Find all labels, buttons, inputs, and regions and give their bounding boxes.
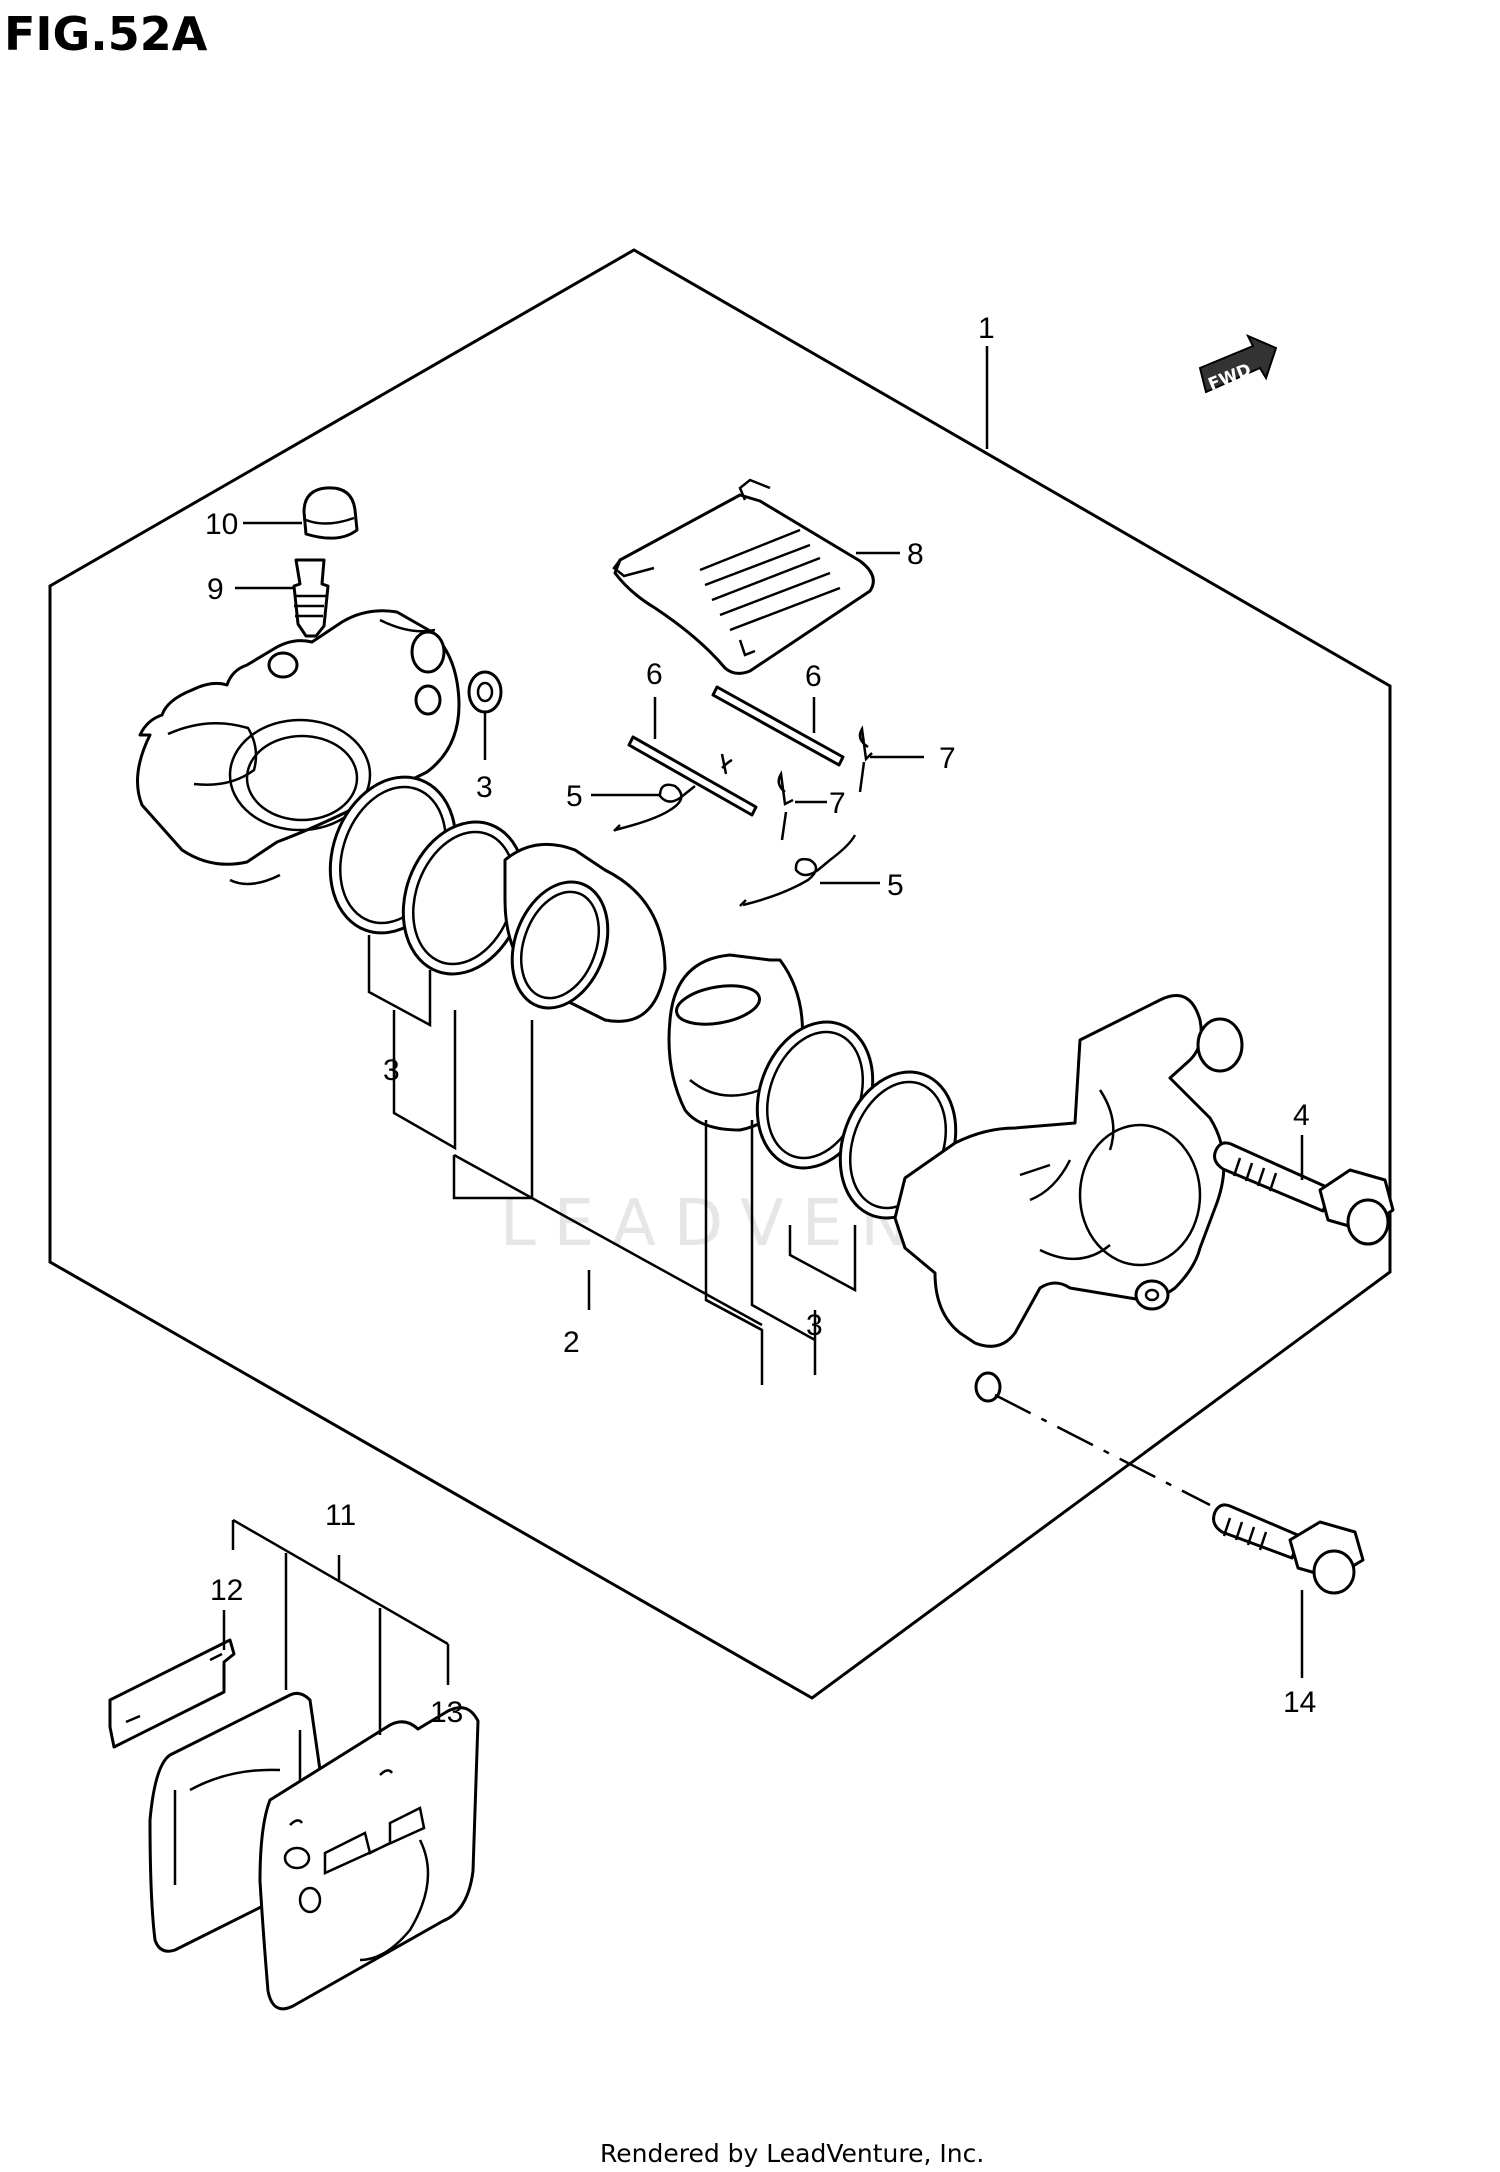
callout-1: 1	[978, 312, 995, 345]
bleeder-valve	[292, 558, 330, 638]
pad-pin-upper	[711, 685, 845, 767]
pad-spring-clip-left	[613, 783, 696, 832]
callout-3-washer: 3	[476, 771, 493, 804]
callout-4: 4	[1293, 1099, 1310, 1132]
callout-5-left: 5	[566, 780, 583, 813]
callout-7-upper: 7	[939, 742, 956, 775]
pin-clip-lower	[777, 770, 794, 841]
caliper-housing-left	[136, 609, 461, 886]
bolt-centerline	[994, 1393, 1211, 1507]
pad-spring	[612, 478, 875, 675]
callout-9: 9	[207, 573, 224, 606]
callout-2: 2	[563, 1326, 580, 1359]
callout-10: 10	[205, 508, 238, 541]
pin-clip-upper	[858, 725, 873, 793]
pad-spring-clip-right	[739, 834, 857, 907]
brake-pad-rear	[258, 1706, 480, 2011]
fwd-arrow-icon: FWD	[1198, 334, 1278, 395]
piston-seals-left	[328, 775, 527, 976]
caliper-housing-right	[893, 994, 1244, 1403]
pad-pin-lower	[627, 735, 758, 817]
bolt-4	[1213, 1141, 1395, 1246]
callout-7-lower: 7	[829, 787, 846, 820]
callout-5-right: 5	[887, 869, 904, 902]
washer-3	[467, 670, 503, 714]
bolt-14	[1212, 1503, 1365, 1595]
footer-credit: Rendered by LeadVenture, Inc.	[600, 2139, 984, 2168]
piston-left	[503, 842, 667, 1023]
pad-shim	[108, 1638, 236, 1749]
bleeder-cap	[302, 486, 359, 540]
callout-6-left: 6	[646, 658, 663, 691]
callout-3-left: 3	[383, 1054, 400, 1087]
kit-outline	[48, 248, 1392, 1700]
callout-8: 8	[907, 538, 924, 571]
callout-3-right: 3	[806, 1309, 823, 1342]
leader-lines	[222, 346, 1304, 1735]
callout-11: 11	[325, 1499, 356, 1532]
callout-6-right: 6	[805, 660, 822, 693]
callout-14: 14	[1283, 1686, 1316, 1719]
figure-title: FIG.52A	[4, 7, 208, 61]
callout-12: 12	[210, 1574, 243, 1607]
callout-13: 13	[430, 1696, 463, 1729]
